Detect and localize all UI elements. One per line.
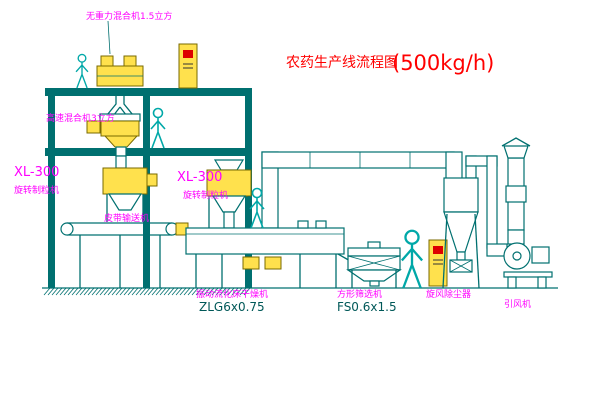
diagram-title-capacity: (500kg/h)	[392, 51, 494, 75]
exhaust-duct	[261, 151, 463, 229]
person-figure	[75, 53, 89, 89]
ground-line	[42, 287, 558, 296]
label-dryer-model: ZLG6x0.75	[199, 300, 265, 314]
label-induced-draft-fan: 引风机	[504, 298, 531, 310]
label-cyclone: 旋风除尘器	[426, 288, 471, 300]
granulator-right-machine	[206, 159, 252, 229]
label-belt-conveyor: 皮带输送机	[104, 212, 149, 224]
leader-line-top-mixer	[107, 20, 111, 55]
label-square-sieve: 方形筛选机	[337, 288, 382, 300]
label-granulator-left: 旋转制粒机	[14, 184, 59, 196]
top-mixer	[96, 55, 144, 121]
fluid-bed-dryer-machine	[185, 220, 359, 288]
label-granulator-right-model: XL-300	[177, 170, 222, 185]
control-cabinet-lower	[428, 239, 448, 287]
diagram-title: 农药生产线流程图	[286, 55, 398, 71]
belt-conveyor-machine	[60, 222, 189, 288]
person-figure	[150, 107, 166, 149]
label-high-speed-mixer: 高速混合机3立方	[46, 112, 115, 124]
label-sieve-model: FS0.6x1.5	[337, 300, 397, 314]
granulator-left-machine	[102, 155, 158, 222]
cyclone-machine	[442, 155, 508, 289]
induced-draft-fan-machine	[503, 229, 553, 289]
label-granulator-left-model: XL-300	[14, 165, 59, 180]
control-cabinet-upper	[178, 43, 198, 89]
person-figure	[400, 229, 424, 290]
label-fluid-bed-dryer: 振动流化床干燥机	[196, 288, 268, 300]
label-top-mixer: 无重力混合机1.5立方	[86, 10, 172, 22]
stack	[501, 137, 531, 231]
square-sieve-machine	[346, 241, 402, 288]
label-granulator-right: 旋转制粒机	[183, 189, 228, 201]
high-speed-mixer	[86, 113, 141, 157]
